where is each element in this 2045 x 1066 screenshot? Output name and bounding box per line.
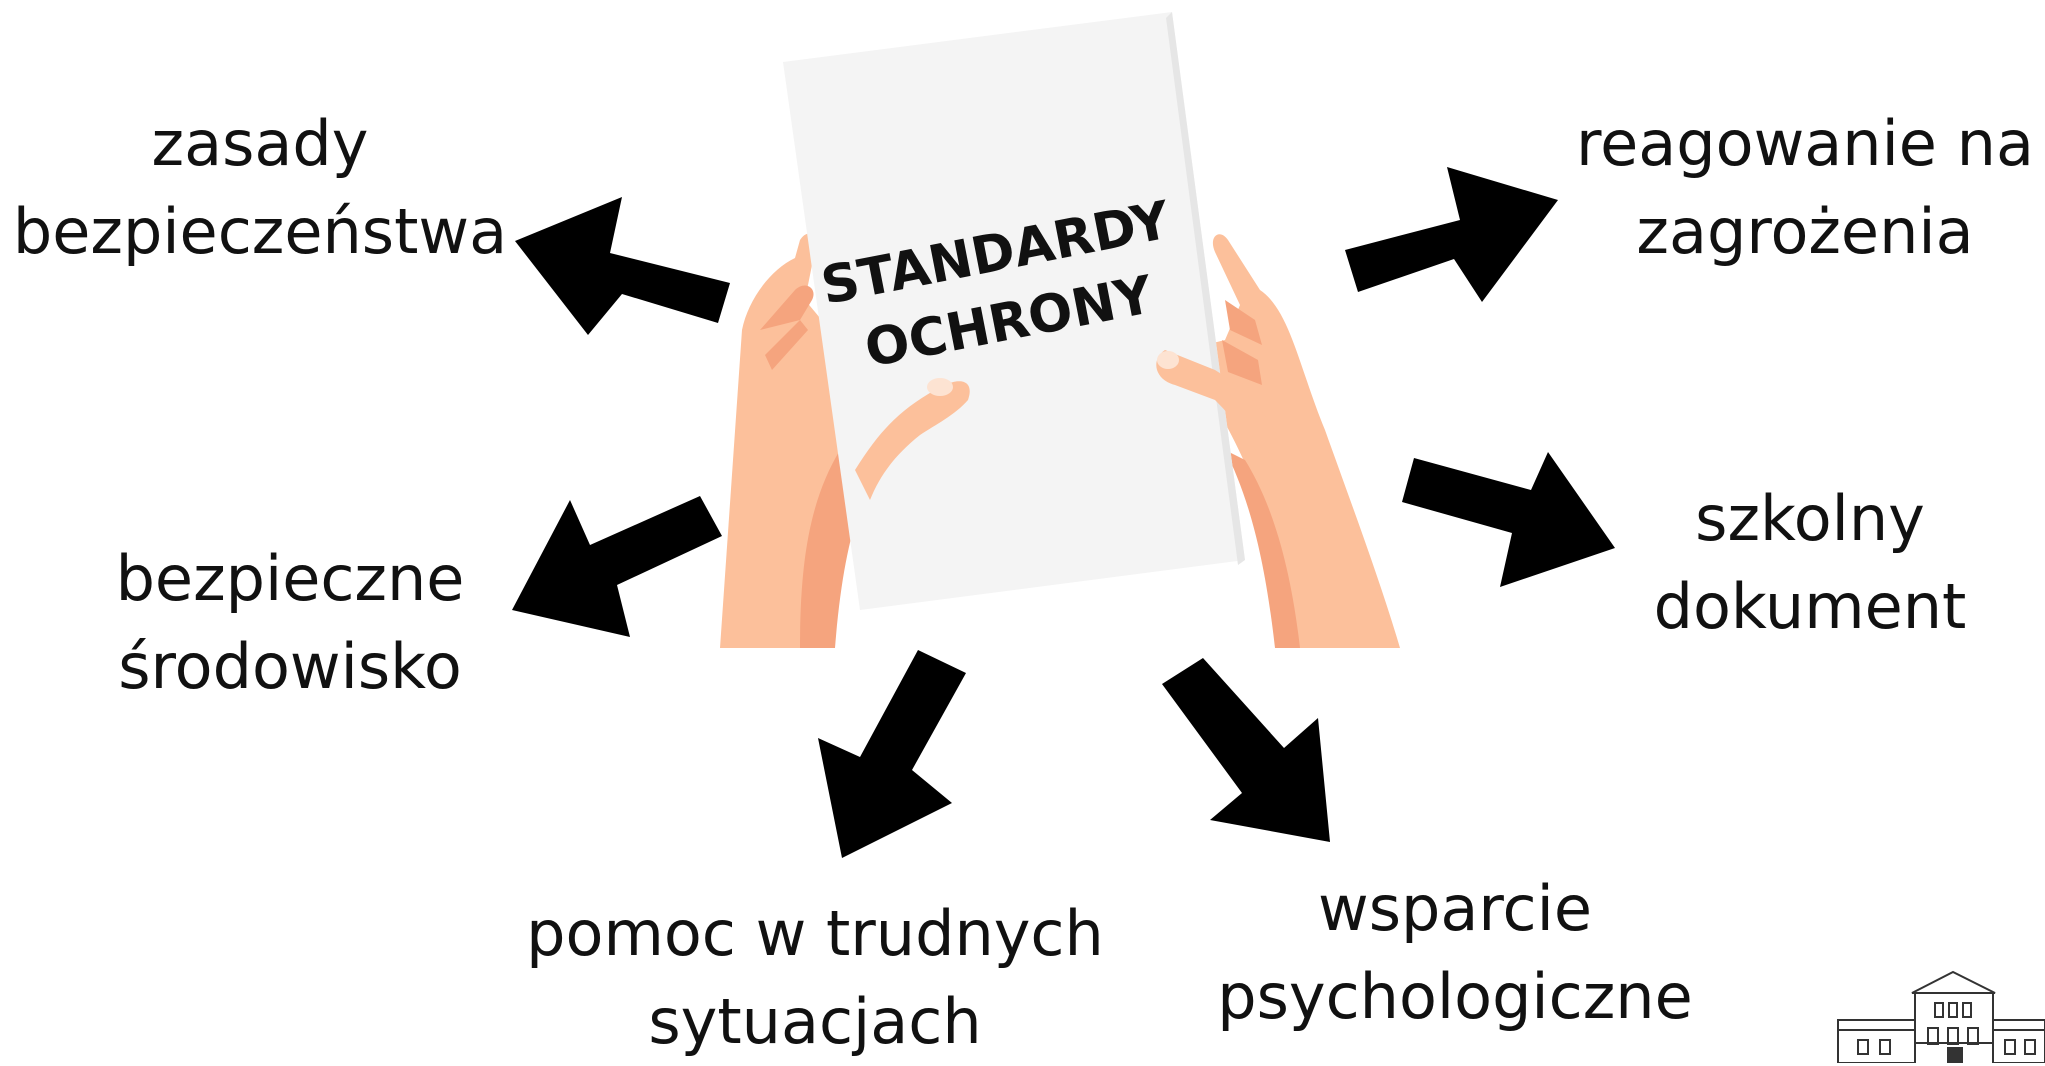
standards-document xyxy=(783,12,1245,610)
topic-mid-right-line2: dokument xyxy=(1653,570,1967,643)
right-thumb xyxy=(1156,350,1280,460)
hands-holding-document-illustration: STANDARDY OCHRONY xyxy=(720,12,1400,648)
right-thumbnail xyxy=(1157,351,1179,369)
right-fingers xyxy=(1222,300,1262,385)
left-thumb xyxy=(855,381,970,500)
topic-top-right: reagowanie na zagrożenia xyxy=(1565,100,2045,276)
topic-bottom-left: pomoc w trudnych sytuacjach xyxy=(500,890,1130,1066)
topic-mid-right-line1: szkolny xyxy=(1695,482,1925,555)
topic-top-left-line1: zasady xyxy=(151,107,369,180)
arrow-mid-right xyxy=(1402,452,1615,587)
arrow-top-right xyxy=(1345,167,1558,302)
topic-bottom-left-line2: sytuacjach xyxy=(648,985,982,1058)
arrows xyxy=(512,167,1615,858)
topic-mid-left-line1: bezpieczne xyxy=(115,542,465,615)
arrow-bottom-left xyxy=(818,650,966,858)
topic-bottom-right: wsparcie psychologiczne xyxy=(1195,865,1715,1041)
arrow-mid-left xyxy=(512,496,722,637)
left-thumbnail xyxy=(927,378,953,396)
left-hand-shadow xyxy=(800,426,905,648)
left-fingers xyxy=(760,285,814,370)
right-hand-shadow xyxy=(1225,450,1300,648)
topic-top-left-line2: bezpieczeństwa xyxy=(12,195,508,268)
topic-mid-left-line2: środowisko xyxy=(118,630,462,703)
topic-bottom-right-line1: wsparcie xyxy=(1318,872,1592,945)
right-hand xyxy=(1162,234,1400,648)
topic-top-left: zasady bezpieczeństwa xyxy=(0,100,520,276)
topic-bottom-right-line2: psychologiczne xyxy=(1217,960,1693,1033)
topic-top-right-line1: reagowanie na xyxy=(1576,107,2034,180)
arrow-bottom-right xyxy=(1162,658,1330,842)
topic-mid-left: bezpieczne środowisko xyxy=(100,535,480,711)
topic-bottom-left-line1: pomoc w trudnych xyxy=(526,897,1104,970)
school-building-icon xyxy=(1837,970,2045,1063)
arrow-top-left xyxy=(515,197,730,335)
topic-mid-right: szkolny dokument xyxy=(1620,475,2000,651)
topic-top-right-line2: zagrożenia xyxy=(1636,195,1974,268)
